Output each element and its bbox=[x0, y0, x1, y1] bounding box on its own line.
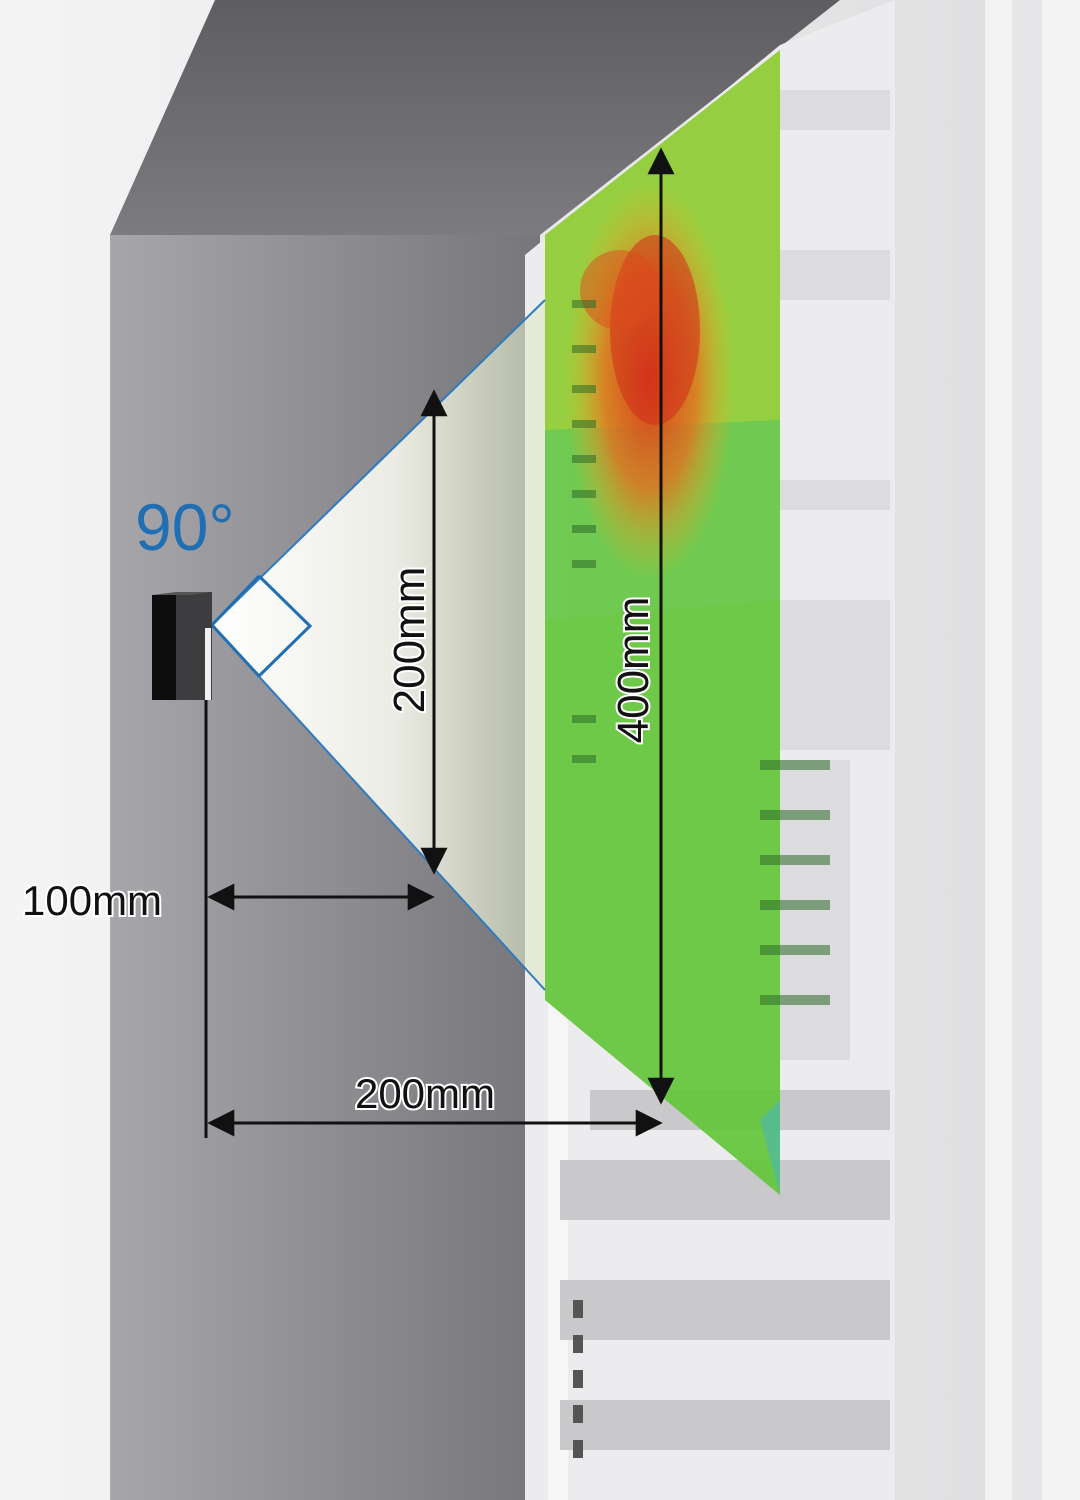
fov-edge-lower bbox=[211, 624, 546, 991]
thermal-sensor bbox=[152, 592, 212, 700]
enclosure-top bbox=[110, 0, 840, 235]
view-height-label: 200mm bbox=[385, 567, 434, 714]
cabinet-side-rail bbox=[985, 0, 1080, 1500]
angle-label: 90° bbox=[135, 490, 235, 564]
right-angle-marker bbox=[257, 574, 313, 678]
fov-edge-upper bbox=[211, 299, 546, 626]
total-distance-label: 200mm bbox=[355, 1070, 495, 1117]
dimension-lines bbox=[204, 147, 675, 1138]
coverage-height-label: 400mm bbox=[609, 597, 658, 744]
sensor-distance-label: 100mm bbox=[22, 877, 162, 924]
field-of-view-cone bbox=[210, 299, 546, 991]
